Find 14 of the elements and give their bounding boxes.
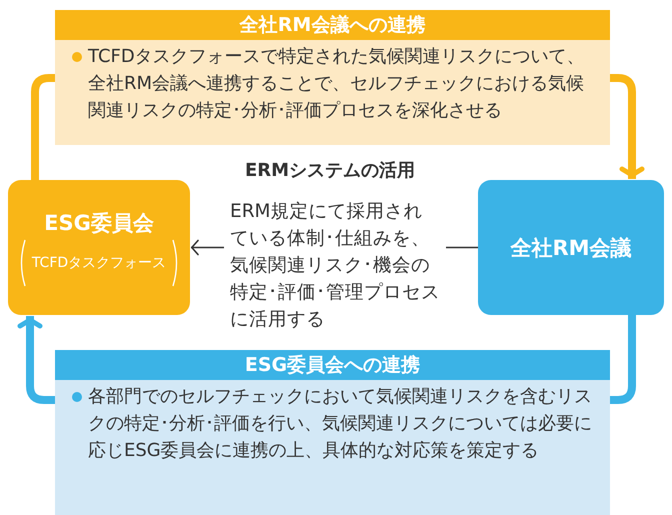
panel-heading: 全社RM会議への連携	[55, 10, 610, 40]
section-title: ERMシステムの活用	[244, 159, 416, 183]
arrow	[18, 316, 55, 404]
info-panel	[55, 350, 610, 515]
box-title: ESG委員会	[44, 210, 154, 236]
body-text: 各部門でのセルフチェックにおいて気候関連リスクを含むリスクの特定･分析･評価を行い、気候関連リスクについては必要に応じESG委員会に連携の上、具体的な対応策を策定する	[88, 385, 593, 463]
committee-box	[8, 180, 190, 315]
info-panel	[55, 10, 610, 145]
body-text: TCFDタスクフォースで特定された気候関連リスクについて、全社RM会議へ連携することで、セルフチェックにおける気候関連リスクの特定･分析･評価プロセスを深化させる	[88, 45, 586, 123]
arrow	[610, 74, 644, 179]
box-title: 全社RM会議	[510, 234, 632, 262]
committee-box	[478, 180, 664, 315]
panel-heading: ESG委員会への連携	[55, 350, 610, 380]
box-subtitle: TCFDタスクフォース	[32, 254, 166, 272]
